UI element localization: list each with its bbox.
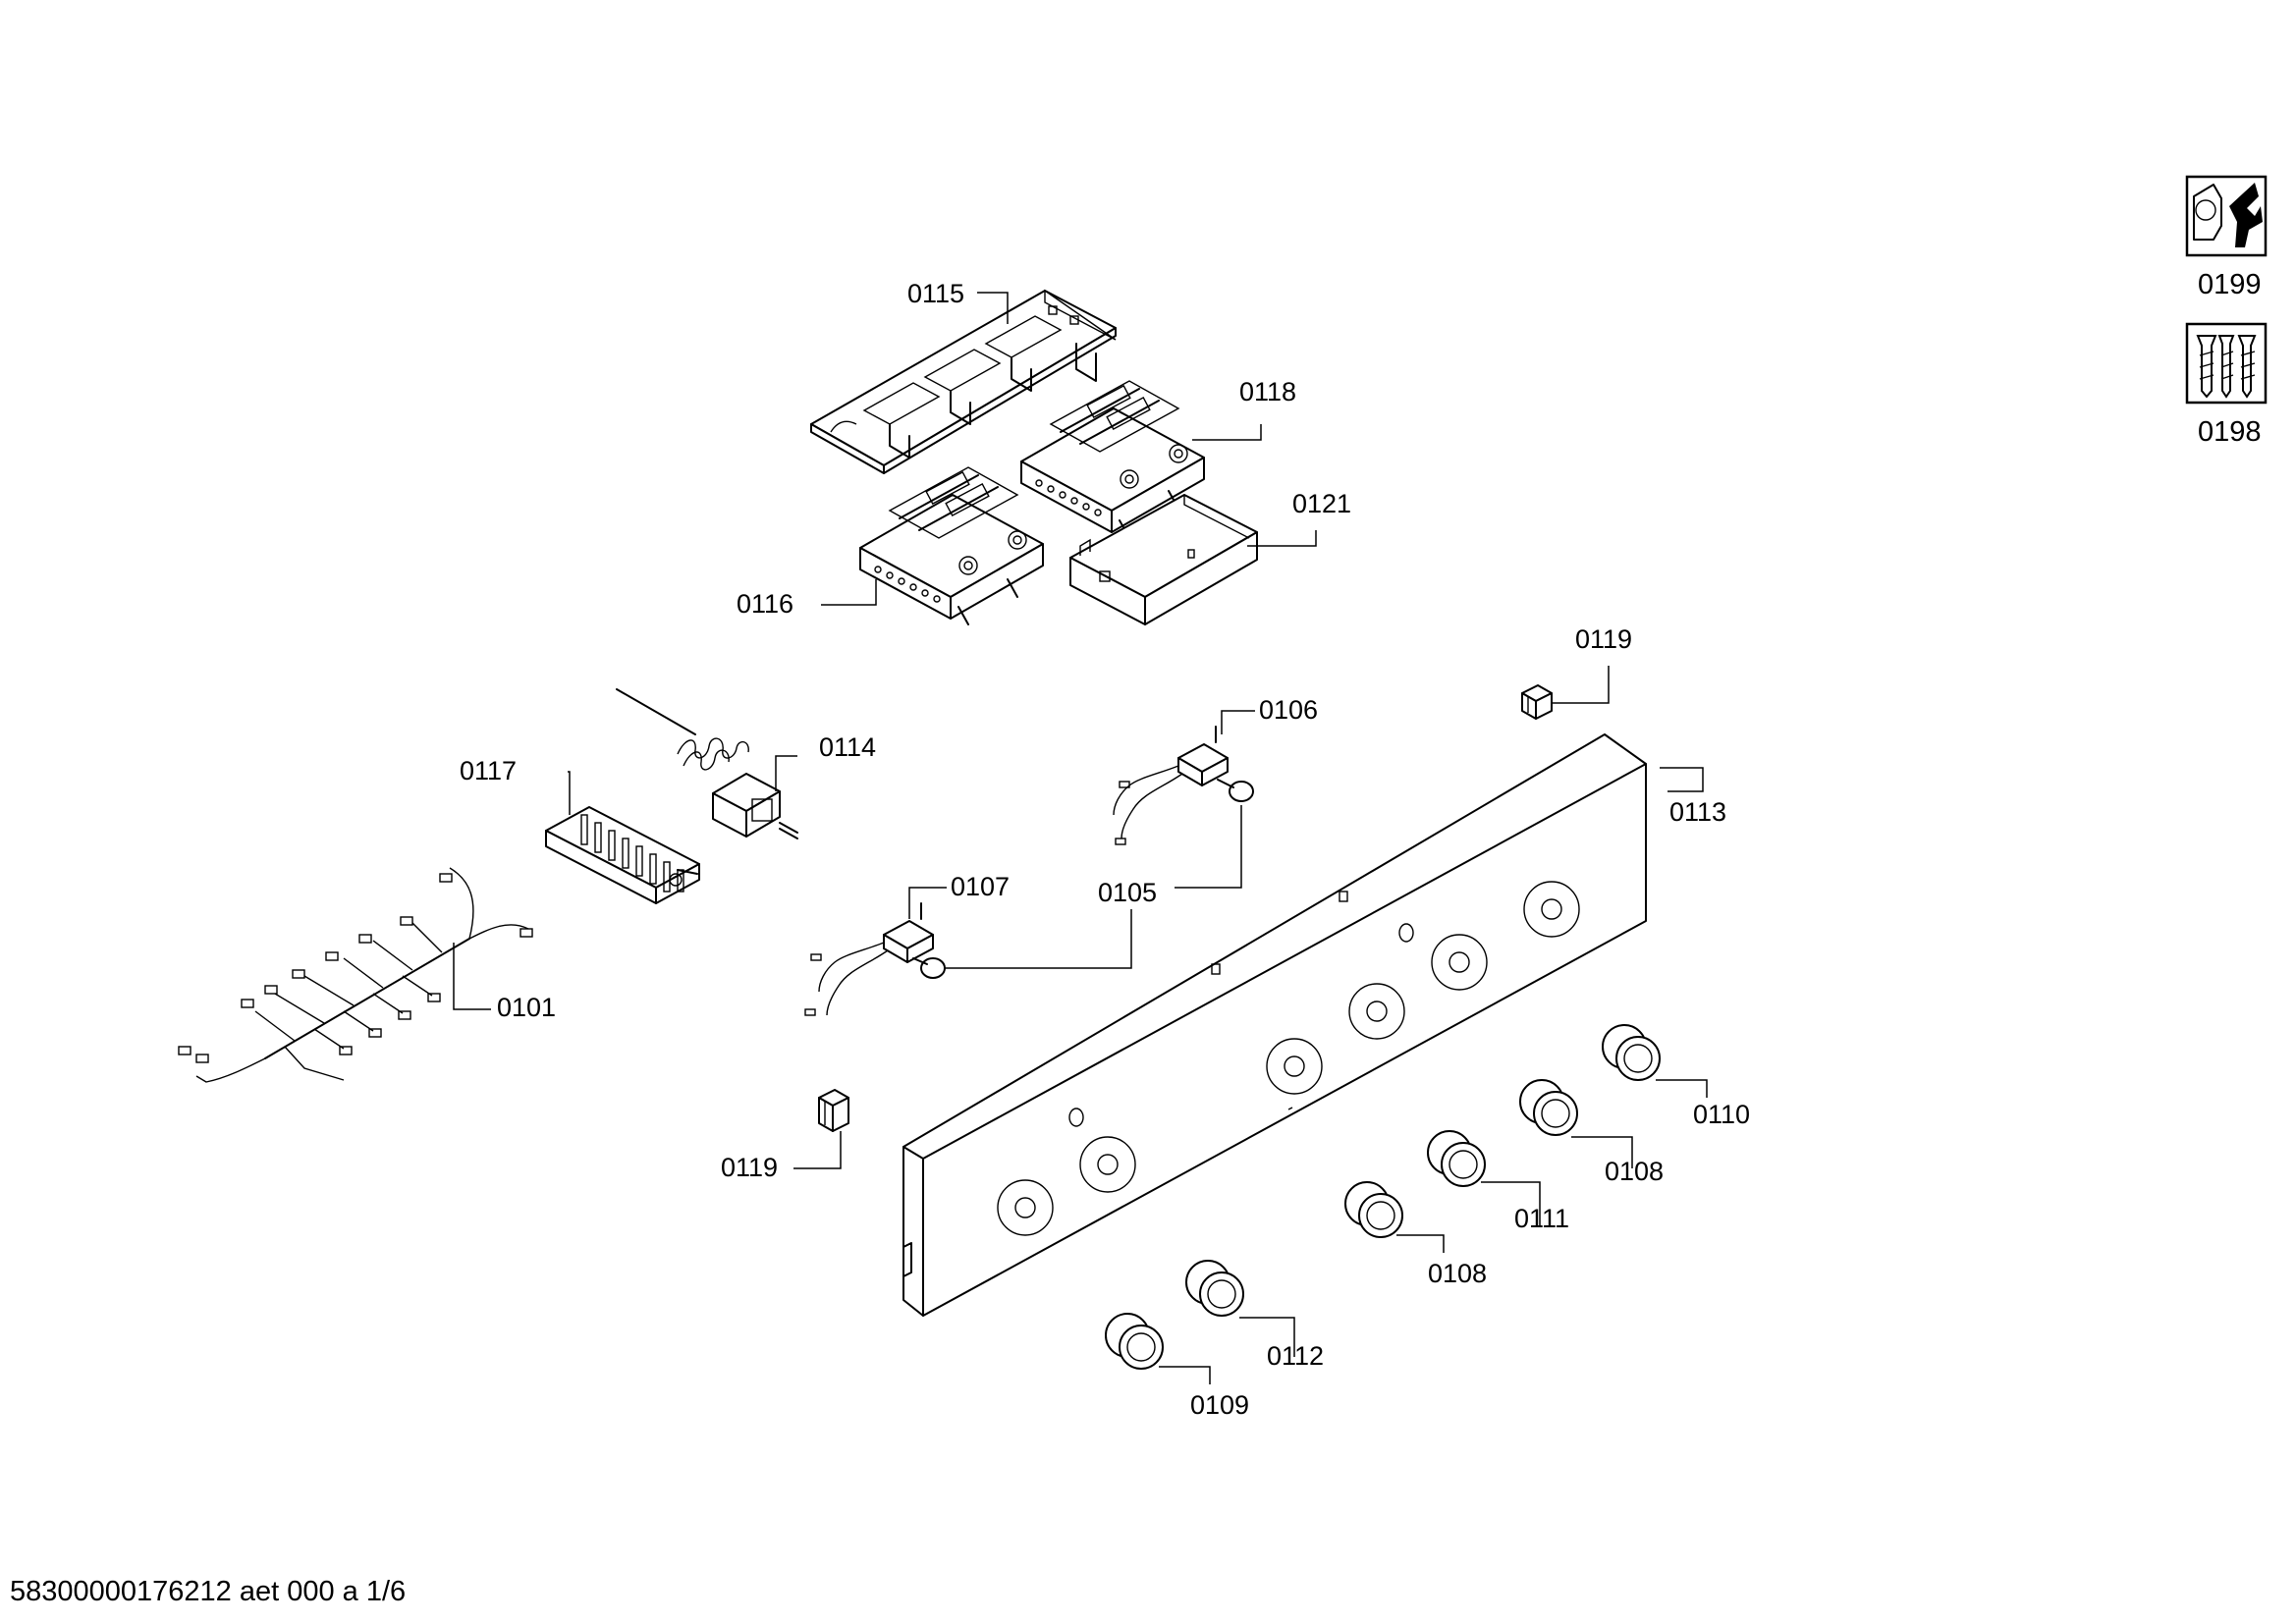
- label-0121: 0121: [1292, 489, 1352, 518]
- knob-0110: [1602, 1024, 1661, 1081]
- part-0121-cover-box: [1069, 494, 1258, 625]
- part-0119-clip-bottom: [818, 1089, 849, 1132]
- screw-kit-icon: [2185, 322, 2268, 405]
- part-0116-switch-block: [859, 466, 1044, 625]
- label-0106: 0106: [1259, 695, 1319, 725]
- control-knobs: [1105, 1024, 1661, 1370]
- label-0119-bottom: 0119: [721, 1153, 779, 1182]
- part-0118-switch-block: [1020, 380, 1205, 539]
- part-0117-terminal-block: [545, 806, 700, 904]
- label-0118: 0118: [1239, 377, 1297, 406]
- part-0113-control-panel: [902, 733, 1647, 1317]
- label-0107: 0107: [951, 872, 1011, 901]
- part-0106-ignition-switch: [1113, 726, 1254, 845]
- label-0108-right: 0108: [1605, 1157, 1665, 1186]
- label-0111: 0111: [1514, 1204, 1570, 1233]
- part-0101-wiring-harness: [178, 867, 533, 1083]
- part-0107-ignition-switch: [804, 902, 946, 1016]
- label-0112: 0112: [1267, 1341, 1325, 1371]
- panel-knob-holes: [997, 881, 1580, 1236]
- leader-lines: [453, 292, 1708, 1384]
- label-0108-left: 0108: [1428, 1259, 1488, 1288]
- knob-0108-right: [1519, 1079, 1578, 1136]
- label-0198: 0198: [2198, 416, 2262, 448]
- wrench-kit-icon: [2185, 175, 2268, 257]
- label-0117: 0117: [460, 756, 518, 785]
- label-0105: 0105: [1098, 878, 1158, 907]
- label-0116: 0116: [737, 589, 794, 619]
- knob-0111: [1427, 1130, 1486, 1187]
- label-0109: 0109: [1190, 1390, 1250, 1420]
- part-0114-thermostat: [616, 688, 798, 839]
- knob-0108-left: [1344, 1181, 1403, 1238]
- document-footer: 58300000176212 aet 000 a 1/6: [10, 1576, 407, 1607]
- part-0115-bracket-frame: [810, 289, 1117, 474]
- label-0115: 0115: [907, 279, 965, 308]
- knob-0109: [1105, 1313, 1164, 1370]
- label-0110: 0110: [1693, 1100, 1751, 1129]
- label-0113: 0113: [1669, 797, 1727, 827]
- part-0119-clip-top: [1521, 684, 1553, 720]
- label-0119-top: 0119: [1575, 624, 1633, 654]
- label-0199: 0199: [2198, 269, 2262, 300]
- knob-0112: [1185, 1260, 1244, 1317]
- label-0101: 0101: [497, 993, 557, 1022]
- label-0114: 0114: [819, 732, 877, 762]
